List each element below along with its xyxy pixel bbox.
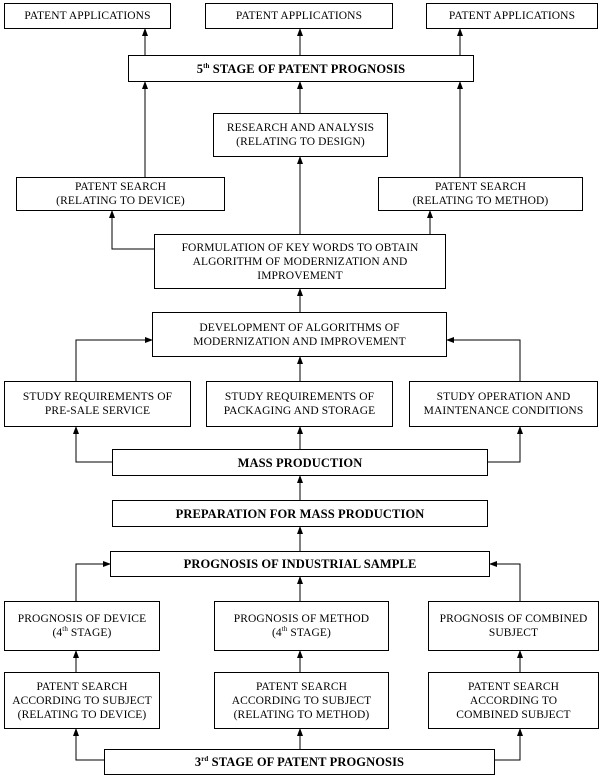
box-text: DEVELOPMENT OF ALGORITHMS OF	[199, 321, 400, 334]
study-presale-box: STUDY REQUIREMENTS OF PRE-SALE SERVICE	[4, 381, 191, 427]
box-text: PATENT APPLICATIONS	[235, 10, 363, 22]
stage3-label: 3rd STAGE OF PATENT PROGNOSIS	[194, 754, 405, 769]
box-text: PATENT SEARCH	[36, 680, 128, 693]
box-text: RESEARCH AND ANALYSIS	[226, 122, 375, 134]
box-text: MODERNIZATION AND IMPROVEMENT	[193, 335, 406, 348]
box-text: PATENT APPLICATIONS	[448, 10, 576, 22]
box-text: PACKAGING AND STORAGE	[223, 405, 376, 417]
box-text: PATENT SEARCH	[74, 181, 167, 193]
box-text: (RELATING TO METHOD)	[233, 708, 370, 721]
box-text: ACCORDING TO SUBJECT	[231, 694, 372, 707]
patent-applications-box-3: PATENT APPLICATIONS	[426, 3, 598, 29]
patent-search-subject-method-box: PATENT SEARCH ACCORDING TO SUBJECT (RELA…	[214, 672, 389, 729]
box-text: STUDY REQUIREMENTS OF	[224, 391, 375, 403]
arrow-stage3-to-ps-combined	[495, 728, 523, 761]
patent-applications-box-2: PATENT APPLICATIONS	[205, 3, 393, 29]
patent-search-combined-box: PATENT SEARCH ACCORDING TO COMBINED SUBJ…	[428, 672, 599, 729]
box-text: COMBINED SUBJECT	[456, 708, 571, 721]
box-text: (RELATING TO DEVICE)	[56, 195, 185, 207]
box-text: PROGNOSIS OF COMBINED	[439, 613, 588, 625]
keywords-formulation-box: FORMULATION OF KEY WORDS TO OBTAIN ALGOR…	[154, 234, 446, 289]
box-text: MASS PRODUCTION	[237, 455, 363, 470]
research-analysis-box: RESEARCH AND ANALYSIS (RELATING TO DESIG…	[213, 113, 388, 157]
mass-production-box: MASS PRODUCTION	[112, 449, 488, 476]
preparation-box: PREPARATION FOR MASS PRODUCTION	[112, 500, 488, 527]
stage-label: (4th STAGE)	[52, 625, 112, 639]
industrial-sample-box: PROGNOSIS OF INDUSTRIAL SAMPLE	[110, 551, 490, 577]
patent-search-subject-device-box: PATENT SEARCH ACCORDING TO SUBJECT (RELA…	[4, 672, 160, 729]
box-text: (RELATING TO METHOD)	[412, 195, 549, 207]
prognosis-combined-box: PROGNOSIS OF COMBINED SUBJECT	[428, 601, 599, 651]
patent-search-device-box: PATENT SEARCH (RELATING TO DEVICE)	[16, 177, 225, 211]
arrow-operation-to-algorithms	[446, 337, 521, 381]
box-text: SUBJECT	[488, 627, 539, 639]
box-text: PATENT SEARCH	[434, 181, 527, 193]
box-text: PROGNOSIS OF METHOD	[233, 613, 370, 625]
study-operation-box: STUDY OPERATION AND MAINTENANCE CONDITIO…	[409, 381, 598, 427]
prognosis-device-box: PROGNOSIS OF DEVICE (4th STAGE)	[4, 601, 160, 651]
box-text: PATENT SEARCH	[255, 680, 348, 693]
box-text: STUDY OPERATION AND	[436, 391, 571, 403]
box-text: PATENT APPLICATIONS	[24, 10, 151, 22]
box-text: FORMULATION OF KEY WORDS TO OBTAIN	[181, 241, 419, 254]
box-text: PROGNOSIS OF INDUSTRIAL SAMPLE	[183, 557, 417, 571]
prognosis-method-box: PROGNOSIS OF METHOD (4th STAGE)	[214, 601, 389, 651]
box-text: PREPARATION FOR MASS PRODUCTION	[175, 506, 425, 521]
box-text: (RELATING TO DEVICE)	[17, 708, 147, 721]
arrow-prog-device-to-industrial	[75, 561, 111, 601]
stage-label: (4th STAGE)	[272, 625, 331, 639]
algorithms-development-box: DEVELOPMENT OF ALGORITHMS OF MODERNIZATI…	[152, 312, 447, 357]
box-text: PRE-SALE SERVICE	[44, 405, 151, 417]
box-text: IMPROVEMENT	[257, 269, 343, 282]
patent-applications-box-1: PATENT APPLICATIONS	[4, 3, 171, 29]
box-text: STUDY REQUIREMENTS OF	[22, 391, 173, 403]
study-packaging-box: STUDY REQUIREMENTS OF PACKAGING AND STOR…	[206, 381, 393, 427]
arrow-mass-to-operation	[488, 426, 523, 463]
arrow-presale-to-algorithms	[75, 337, 153, 381]
box-text: ALGORITHM OF MODERNIZATION AND	[192, 255, 408, 268]
stage5-box: 5th STAGE OF PATENT PROGNOSIS	[128, 55, 474, 82]
stage5-label: 5th STAGE OF PATENT PROGNOSIS	[196, 61, 406, 76]
box-text: (RELATING TO DESIGN)	[236, 136, 365, 148]
arrow-prog-combined-to-industrial	[489, 561, 521, 601]
box-text: ACCORDING TO SUBJECT	[12, 694, 152, 707]
arrow-mass-to-presale	[73, 426, 112, 463]
stage3-box: 3rd STAGE OF PATENT PROGNOSIS	[104, 749, 495, 775]
arrow-stage3-to-ps-device	[73, 728, 104, 761]
box-text: MAINTENANCE CONDITIONS	[423, 405, 584, 417]
box-text: ACCORDING TO	[469, 694, 558, 707]
patent-search-method-box: PATENT SEARCH (RELATING TO METHOD)	[378, 177, 583, 211]
arrow-keywords-to-search-device	[109, 210, 154, 250]
box-text: PATENT SEARCH	[467, 680, 560, 693]
box-text: PROGNOSIS OF DEVICE	[17, 613, 147, 625]
